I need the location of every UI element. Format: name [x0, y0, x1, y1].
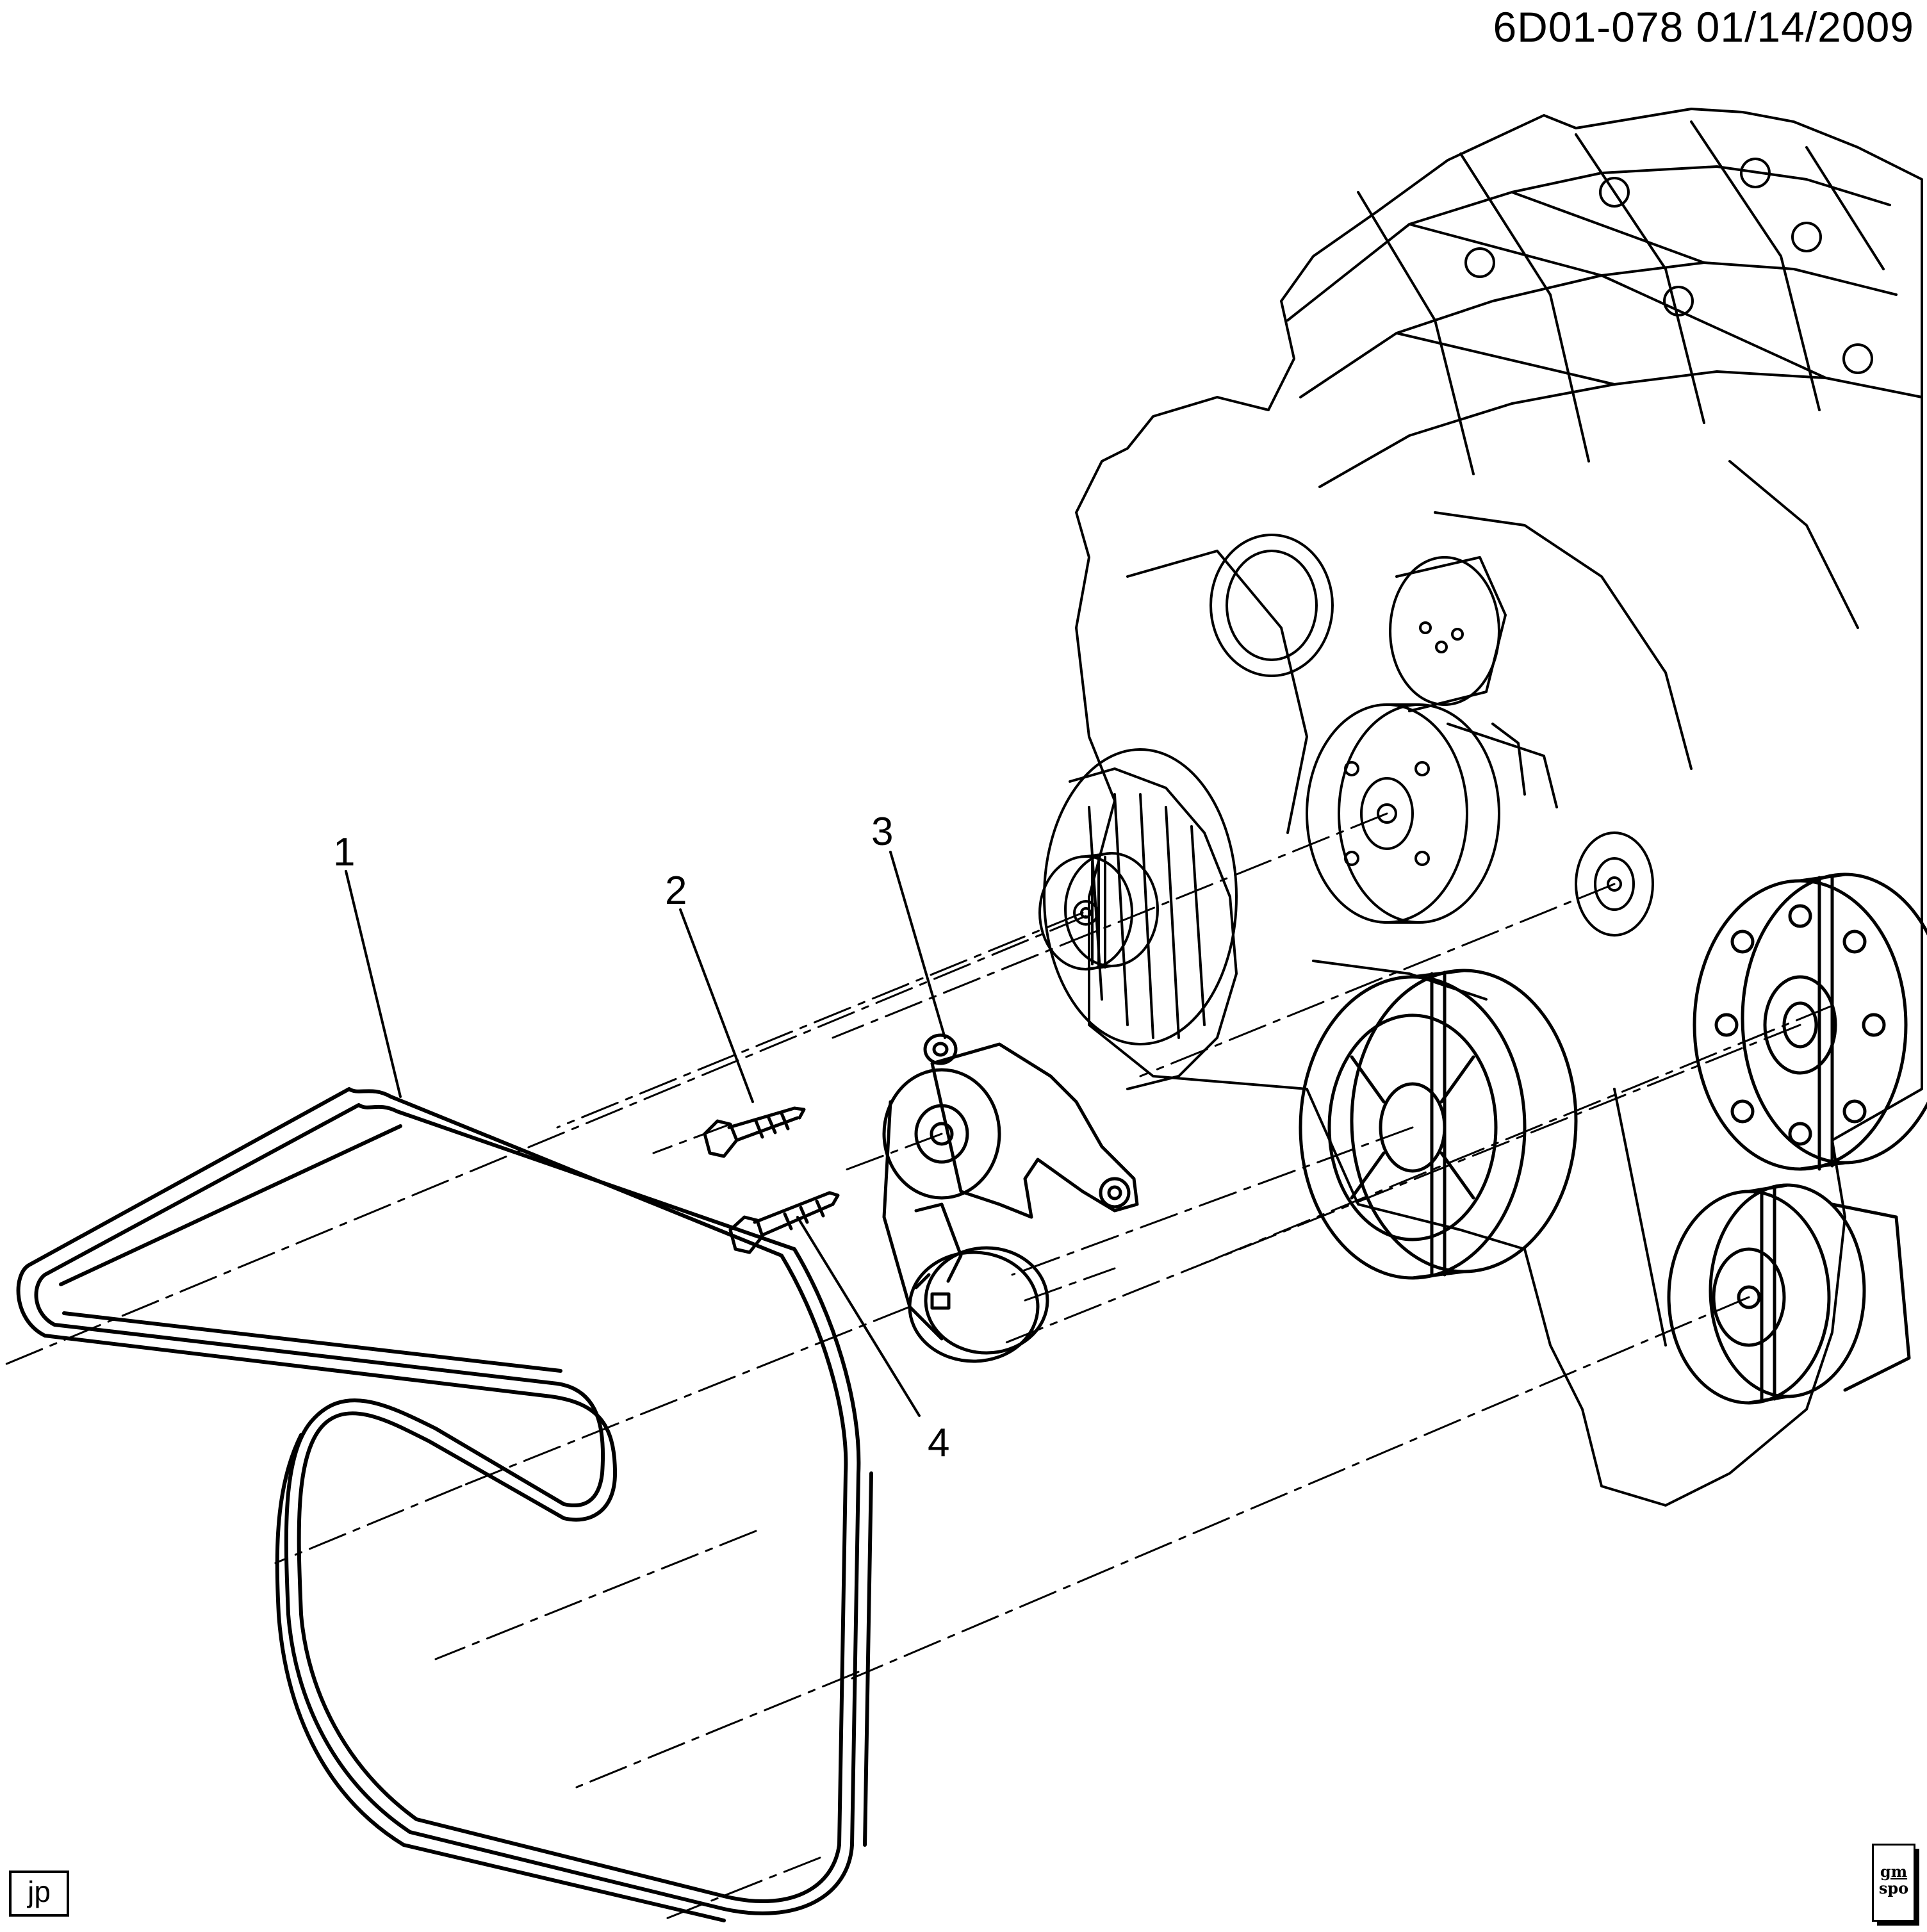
bolt-upper-drawing — [703, 1106, 806, 1158]
throttle-body — [1210, 534, 1507, 712]
engine-assembly — [1075, 108, 1923, 1507]
callout-4: 4 — [928, 1421, 950, 1465]
crankshaft-balancer — [1299, 969, 1578, 1280]
callout-1: 1 — [333, 830, 356, 874]
leader-lines — [345, 851, 946, 1417]
leader-line-2 — [679, 908, 754, 1103]
callout-2: 2 — [665, 869, 687, 913]
alternator — [1038, 748, 1238, 1090]
drive-belt-drawing — [16, 1087, 873, 1922]
author-initials: jp — [9, 1871, 69, 1917]
leader-line-3 — [889, 851, 946, 1039]
leader-line-4 — [796, 1216, 921, 1417]
ac-compressor — [1667, 1183, 1911, 1405]
leader-line-1 — [345, 870, 402, 1098]
bolt-lower-drawing — [728, 1191, 840, 1254]
belt-tensioner-drawing — [882, 1033, 1139, 1363]
water-pump-pulley — [1306, 703, 1558, 924]
logo-text-gm: gm — [1880, 1862, 1908, 1881]
alignment-lines — [4, 812, 1833, 1920]
idler-pulley — [1575, 831, 1654, 937]
gm-spo-logo: gm spo — [1872, 1844, 1919, 1926]
callout-3: 3 — [871, 810, 894, 854]
power-steering-pulley — [1693, 872, 1927, 1171]
document-id: 6D01-078 01/14/2009 — [1493, 3, 1914, 51]
logo-text-spo: spo — [1878, 1879, 1909, 1897]
